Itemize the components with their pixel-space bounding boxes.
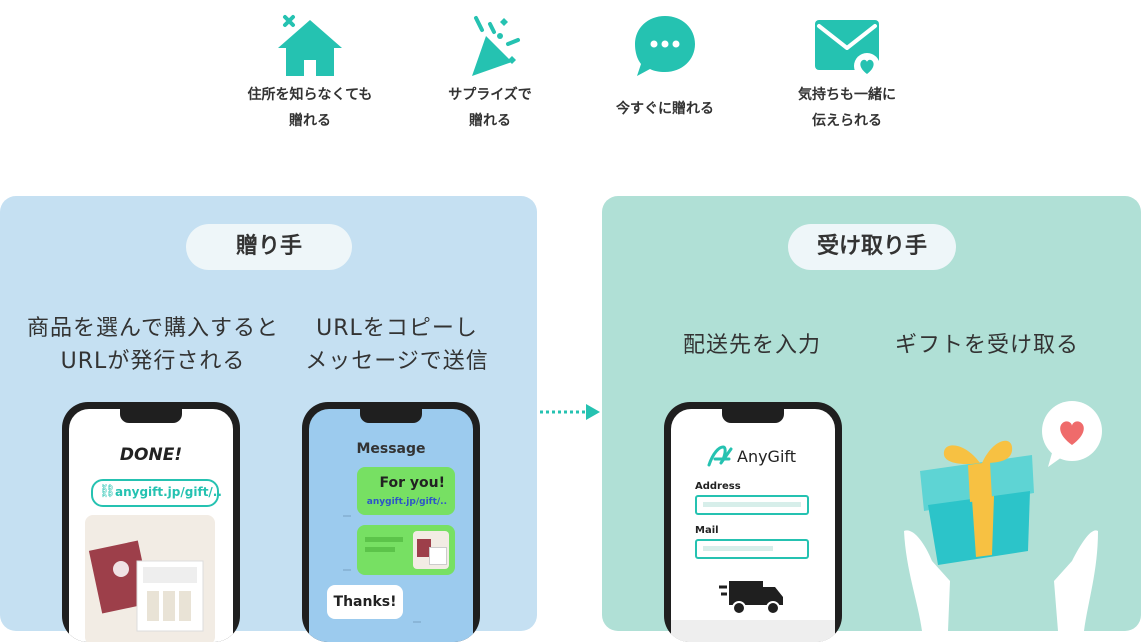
sender-panel: 贈り手 商品を選んで購入すると URLが発行される URLをコピーし メッセージ…: [0, 196, 537, 642]
anygift-brand-text: AnyGift: [737, 447, 797, 466]
receiver-step-receive: ギフトを受け取る: [894, 333, 1079, 358]
gift-link-text: anygift.jp/gift/..: [366, 497, 447, 507]
feature-label: 住所を知らなくても 贈れる: [247, 87, 373, 129]
address-field[interactable]: [695, 495, 809, 515]
delivery-truck-icon: [719, 577, 787, 621]
message-bubble-image: [357, 525, 455, 575]
for-you-text: For you!: [379, 475, 446, 491]
anygift-logo: [707, 445, 735, 471]
receiver-panel: 受け取り手 配送先を入力 ギフトを受け取る AnyGift Address Ma…: [602, 196, 1141, 642]
done-text: DONE!: [119, 445, 183, 465]
gift-receive-illustration: [902, 401, 1132, 631]
phone-message: Message For you! anygift.jp/gift/.. Than…: [302, 402, 480, 642]
receiver-title: 受け取り手: [788, 224, 956, 270]
url-text: anygift.jp/gift/..: [115, 485, 222, 499]
home-icon: [270, 10, 350, 82]
mail-heart-icon: [807, 10, 887, 82]
mail-field[interactable]: [695, 539, 809, 559]
sender-title: 贈り手: [186, 224, 352, 270]
message-bubble-thanks: Thanks!: [327, 585, 403, 619]
gift-product-image: [85, 515, 215, 642]
sender-step-send: URLをコピーし メッセージで送信: [305, 316, 489, 374]
gift-thumbnail: [413, 531, 449, 569]
heart-bubble-icon: [1042, 401, 1102, 467]
feature-no-address: 住所を知らなくても 贈れる: [220, 10, 400, 134]
message-bubble-gift: For you! anygift.jp/gift/..: [357, 467, 455, 515]
url-chip: ⛓ anygift.jp/gift/..: [91, 479, 222, 507]
message-header: Message: [356, 441, 426, 457]
phone-done: DONE! ⛓ anygift.jp/gift/..: [62, 402, 240, 642]
gift-box-icon: [920, 440, 1034, 565]
anygift-logo-icon: [707, 445, 733, 467]
feature-label: 気持ちも一緒に 伝えられる: [798, 87, 896, 129]
receiver-step-address: 配送先を入力: [682, 333, 821, 358]
arrow-right-icon: [540, 404, 600, 420]
sender-step-purchase: 商品を選んで購入すると URLが発行される: [27, 316, 279, 374]
mail-label: Mail: [695, 525, 719, 536]
phone-anygift-form: AnyGift Address Mail: [664, 402, 842, 642]
feature-label: サプライズで 贈れる: [448, 87, 532, 129]
feature-feelings: 気持ちも一緒に 伝えられる: [757, 10, 937, 134]
thanks-text: Thanks!: [333, 594, 397, 610]
link-icon: ⛓: [99, 484, 116, 499]
chat-bubble-icon: [625, 10, 705, 82]
feature-instant: 今すぐに贈れる: [575, 10, 755, 122]
party-popper-icon: [450, 10, 530, 82]
address-label: Address: [695, 481, 741, 492]
feature-surprise: サプライズで 贈れる: [400, 10, 580, 134]
feature-label: 今すぐに贈れる: [616, 101, 714, 117]
